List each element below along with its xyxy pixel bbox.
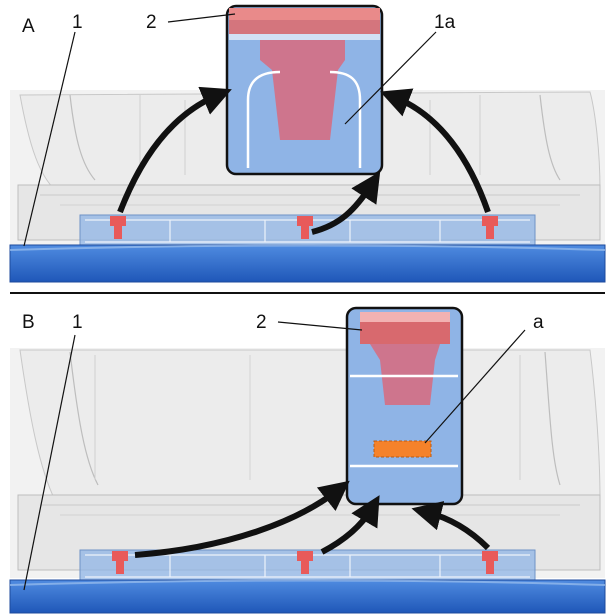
- arrow-left-b: [134, 480, 350, 558]
- arrow-left-a: [117, 86, 232, 214]
- callout-a-b: a: [533, 312, 544, 333]
- clip-center-b: [297, 551, 313, 574]
- rear-bumper-b: [9, 579, 606, 614]
- clip-left-b: [112, 551, 128, 574]
- vehicle-rear-illustration-b: [10, 348, 605, 578]
- clip-right-b: [482, 551, 498, 574]
- leader-2-b: [277, 321, 363, 331]
- callout-2-a: 2: [146, 12, 157, 33]
- detail-inset-a: [225, 4, 384, 176]
- arrow-center-a: [311, 171, 381, 235]
- callout-2-b: 2: [256, 312, 267, 333]
- callout-1-b: 1: [72, 312, 83, 333]
- leader-2-a: [167, 13, 236, 23]
- arrow-right-a: [380, 88, 491, 213]
- leader-a-b: [424, 329, 526, 444]
- leader-1-a: [23, 31, 76, 247]
- clip-left-a: [110, 216, 126, 239]
- leader-1a-a: [344, 31, 437, 125]
- callout-1-a: 1: [72, 12, 83, 33]
- callout-1a-a: 1a: [434, 12, 456, 33]
- panel-label-b: B: [22, 312, 35, 333]
- detail-inset-b: [345, 306, 464, 506]
- panel-b: B 1 2 a: [9, 306, 606, 614]
- rear-bumper-a: [9, 244, 606, 283]
- panel-label-a: A: [22, 16, 35, 37]
- panel-a: A 1 2 1a: [9, 4, 606, 283]
- clip-right-a: [482, 216, 498, 239]
- leader-1-b: [23, 334, 76, 591]
- arrow-right-b: [411, 501, 491, 551]
- marked-area: [373, 440, 432, 458]
- arrow-center-b: [320, 495, 380, 555]
- clip-center-a: [297, 216, 313, 239]
